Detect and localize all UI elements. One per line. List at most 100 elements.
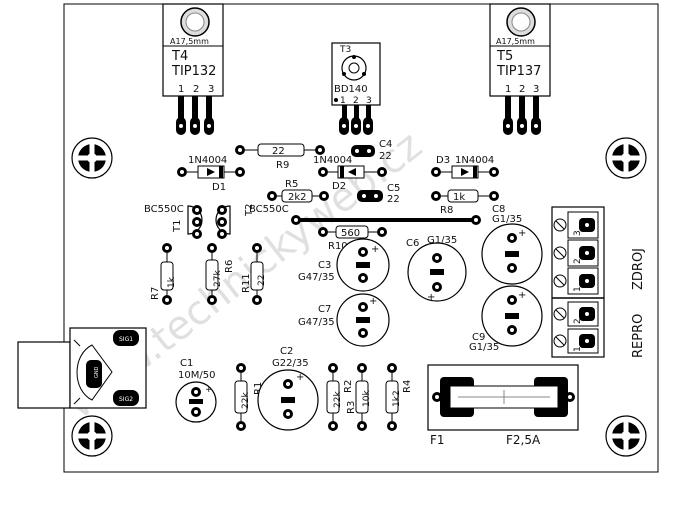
repro-label: REPRO <box>631 314 646 358</box>
t5-part: TIP137 <box>496 64 541 79</box>
c5-value: 22 <box>387 194 400 205</box>
c7-ref: C7 <box>318 304 331 315</box>
resistor-r10: 560 R10 <box>318 225 387 252</box>
r5-value: 2k2 <box>288 192 307 203</box>
zdroj-pin-3: 3 <box>573 230 583 236</box>
r9-value: 22 <box>272 146 285 157</box>
t5-size: A17,5mm <box>496 37 535 46</box>
terminal-slot-1 <box>553 211 599 239</box>
t3-pin-1: 1 <box>340 96 346 106</box>
t4-ref: T4 <box>171 49 188 64</box>
t4-pin-3: 3 <box>208 84 214 95</box>
wire-jumper <box>291 215 481 225</box>
r1-ref: R1 <box>253 382 264 395</box>
r6-value: 27k <box>213 270 223 287</box>
repro-pin-1: 1 <box>573 346 583 352</box>
diode-d3: D3 1N4004 <box>431 155 499 179</box>
capacitor-c1: C1 10M/50 + <box>175 358 217 423</box>
fuse-value: F2,5A <box>506 433 541 447</box>
capacitor-c5: C5 22 <box>357 183 400 205</box>
t1-ref: T1 <box>172 220 183 233</box>
r4-ref: R4 <box>402 380 413 393</box>
t5-pin-1: 1 <box>505 84 511 95</box>
terminal-block: 3 2 1 2 1 ZDROJ REPRO <box>551 206 646 358</box>
terminal-slot-5 <box>553 328 599 354</box>
t2-part: BC550C <box>249 204 289 215</box>
c6-plus: + <box>427 292 435 303</box>
t2-ref: T2 <box>244 204 255 217</box>
resistor-r2: 22k R2 <box>326 363 354 431</box>
r11-ref: R11 <box>241 273 252 293</box>
t5-pin-2: 2 <box>519 84 525 95</box>
capacitor-c7: + C7 G47/35 <box>298 293 390 347</box>
mount-hole-bottom-right <box>605 415 647 457</box>
mount-hole-bottom-left <box>71 415 113 457</box>
diode-d1: 1N4004 D1 <box>177 155 245 193</box>
r3-ref: R3 <box>346 401 357 414</box>
c4-value: 22 <box>379 151 392 162</box>
diode-d2: 1N4004 D2 <box>313 155 387 192</box>
resistor-r7: 1k R7 <box>150 243 177 305</box>
c1-ref: C1 <box>180 358 193 369</box>
d3-ref: D3 <box>436 155 450 166</box>
c6-ref: C6 <box>406 238 419 249</box>
transistor-t4: A17,5mm T4 TIP132 1 2 3 <box>162 3 224 135</box>
d2-ref: D2 <box>332 181 346 192</box>
repro-pin-2: 2 <box>573 318 583 324</box>
resistor-r11: 22 R11 <box>241 243 267 305</box>
c2-ref: C2 <box>280 346 293 357</box>
r8-value: 1k <box>453 192 465 203</box>
r9-ref: R9 <box>276 160 289 171</box>
transistor-t5: A17,5mm T5 TIP137 1 2 3 <box>489 3 551 135</box>
t4-pin-1: 1 <box>178 84 184 95</box>
c1-value: 10M/50 <box>178 370 215 381</box>
c2-value: G22/35 <box>272 358 309 369</box>
resistor-r9: 22 R9 <box>235 143 325 171</box>
capacitor-c9: + C9 G1/35 <box>469 285 543 353</box>
r2-ref: R2 <box>343 380 354 393</box>
resistor-r5: R5 2k2 <box>267 179 329 203</box>
c4-ref: C4 <box>379 139 392 150</box>
capacitor-c6: C6 G1/35 + <box>406 235 467 303</box>
r4-value: 1k2 <box>392 390 402 407</box>
transistor-t3: T3 BD140 1 2 3 <box>331 42 381 135</box>
r1-value: 22k <box>241 392 251 409</box>
c2-plus: + <box>296 372 304 383</box>
resistor-r4: 1k2 R4 <box>385 363 413 431</box>
r2-value: 22k <box>333 391 343 408</box>
terminal-slot-3 <box>553 267 599 295</box>
resistor-r8: 1k R8 <box>431 189 499 216</box>
capacitor-c3: + C3 G47/35 <box>298 238 390 292</box>
jack-sig2-label: SIG2 <box>119 396 133 403</box>
r11-value: 22 <box>257 275 267 286</box>
zdroj-label: ZDROJ <box>631 248 646 290</box>
d1-ref: D1 <box>212 182 226 193</box>
terminal-slot-4 <box>553 301 599 327</box>
r5-ref: R5 <box>285 179 298 190</box>
t5-pin-3: 3 <box>533 84 539 95</box>
c3-plus: + <box>371 244 379 255</box>
c8-value: G1/35 <box>492 214 522 225</box>
jack-gnd-label: GND <box>94 366 100 378</box>
transistor-t1: BC550C T1 <box>144 204 203 239</box>
t5-ref: T5 <box>496 49 513 64</box>
c8-plus: + <box>518 228 526 239</box>
t1-part: BC550C <box>144 204 184 215</box>
mount-hole-top-right <box>605 137 647 179</box>
resistor-r3: 10k R3 <box>346 363 372 431</box>
t3-pin-3: 3 <box>366 96 372 106</box>
c9-ref: C9 <box>472 332 485 343</box>
capacitor-c8: C8 G1/35 + <box>481 204 543 285</box>
c9-value: G1/35 <box>469 342 499 353</box>
c3-ref: C3 <box>318 260 331 271</box>
mount-hole-top-left <box>71 137 113 179</box>
capacitor-c2: C2 G22/35 + <box>257 346 319 431</box>
t3-pin-2: 2 <box>353 96 359 106</box>
t4-size: A17,5mm <box>170 37 209 46</box>
fuse-holder: F1 F2,5A <box>427 364 579 447</box>
c6-value: G1/35 <box>427 235 457 246</box>
terminal-slot-2 <box>553 239 599 267</box>
capacitor-c4: C4 22 <box>351 139 392 162</box>
r10-ref: R10 <box>328 241 348 252</box>
